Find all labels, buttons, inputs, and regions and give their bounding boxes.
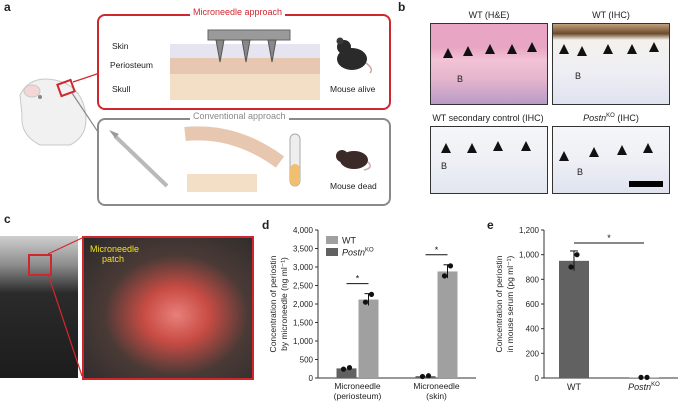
y-tick-label: 400 [526, 325, 540, 334]
wt-he-title: WT (H&E) [468, 10, 510, 20]
y-tick-label: 200 [526, 349, 540, 358]
wt-ihc-title: WT (IHC) [592, 10, 630, 20]
y-tick-label: 1,000 [519, 251, 540, 260]
legend-label: WT [342, 236, 356, 246]
panel-label-d: d [262, 218, 270, 232]
bone-label: B [575, 71, 582, 81]
conventional-approach-title: Conventional approach [190, 111, 289, 121]
data-point [638, 374, 644, 380]
periostin-microneedle-chart: 0 500 1,000 1,500 2,000 2,500 3,000 3,500 4,000C… [268, 226, 476, 401]
y-tick-label: 2,000 [293, 300, 314, 309]
bar-wt [559, 260, 589, 378]
y-tick-label: 500 [300, 356, 314, 365]
bar-postnko [629, 377, 659, 378]
mouse-photo [0, 236, 78, 378]
y-tick-label: 4,000 [293, 226, 314, 235]
wt-ihc-image: B [552, 23, 670, 105]
data-point [441, 273, 448, 279]
y-axis-label: Concentration of periostinby microneedle… [268, 255, 289, 352]
significance-star: * [356, 274, 360, 284]
mouse-dead-label: Mouse dead [330, 181, 377, 191]
y-tick-label: 600 [526, 300, 540, 309]
data-point [346, 365, 353, 371]
bone-label: B [441, 161, 448, 171]
bone-label: B [457, 74, 464, 84]
legend-swatch [326, 248, 338, 256]
wt-secondary-arrows [441, 141, 531, 153]
wt-he-histology-image: B [430, 23, 548, 105]
bar-wt [358, 299, 379, 378]
postn-ko-arrows [559, 143, 663, 187]
wt-he-arrows [443, 42, 537, 58]
panel-label-b: b [398, 0, 406, 14]
conventional-tools-illustration [109, 126, 301, 192]
mouse-alive-label: Mouse alive [330, 84, 376, 94]
y-tick-label: 2,500 [293, 282, 314, 291]
x-category-label: Microneedle(skin) [413, 381, 460, 401]
microneedle-approach-title: Microneedle approach [190, 7, 286, 17]
mouse-dead-icon [336, 150, 371, 171]
postn-ko-title: PostnKO (IHC) [583, 113, 639, 123]
y-tick-label: 1,500 [293, 319, 314, 328]
data-point [340, 366, 347, 372]
data-point [368, 291, 375, 297]
y-tick-label: 1,000 [293, 337, 314, 346]
scale-bar [629, 181, 663, 187]
bar-postnko [336, 368, 357, 378]
postn-ko-image: B [552, 126, 670, 194]
y-axis-label: Concentration of periostinin mouse serum… [494, 255, 515, 352]
bar-postnko [415, 376, 436, 378]
bar-wt [437, 271, 458, 378]
mouse-head-illustration [19, 72, 100, 146]
panel-label-e: e [487, 218, 494, 232]
data-point [425, 373, 432, 379]
y-tick-label: 3,500 [293, 245, 314, 254]
x-category-label: Microneedle(periosteum) [334, 381, 382, 401]
microneedle-tissue-illustration [170, 29, 320, 100]
skin-label: Skin [112, 41, 129, 51]
data-point [362, 299, 369, 305]
x-category-label: PostnKO [628, 382, 660, 392]
wt-ihc-arrows [559, 42, 659, 56]
y-tick-label: 0 [309, 374, 314, 383]
data-point [419, 373, 426, 380]
significance-star: * [435, 245, 439, 255]
significance-star: * [607, 233, 611, 243]
mouse-alive-icon [336, 37, 373, 74]
legend-label: PostnKO [342, 248, 374, 258]
y-tick-label: 0 [535, 374, 540, 383]
data-point [568, 264, 574, 270]
wt-secondary-title: WT secondary control (IHC) [432, 113, 544, 123]
y-tick-label: 3,000 [293, 263, 314, 272]
panel-label-c: c [4, 212, 11, 226]
periosteum-label: Periosteum [110, 60, 153, 70]
zoom-box [28, 254, 52, 276]
y-tick-label: 1,200 [519, 226, 540, 235]
data-point [644, 374, 650, 380]
zoom-lines [48, 237, 83, 377]
bone-label: B [577, 167, 584, 177]
x-category-label: WT [567, 382, 581, 392]
legend-swatch [326, 236, 338, 244]
data-point [447, 263, 454, 269]
y-tick-label: 800 [526, 275, 540, 284]
data-point [574, 252, 580, 258]
panel-label-a: a [4, 0, 11, 14]
skull-label: Skull [112, 84, 131, 94]
wt-secondary-image: B [430, 126, 548, 194]
